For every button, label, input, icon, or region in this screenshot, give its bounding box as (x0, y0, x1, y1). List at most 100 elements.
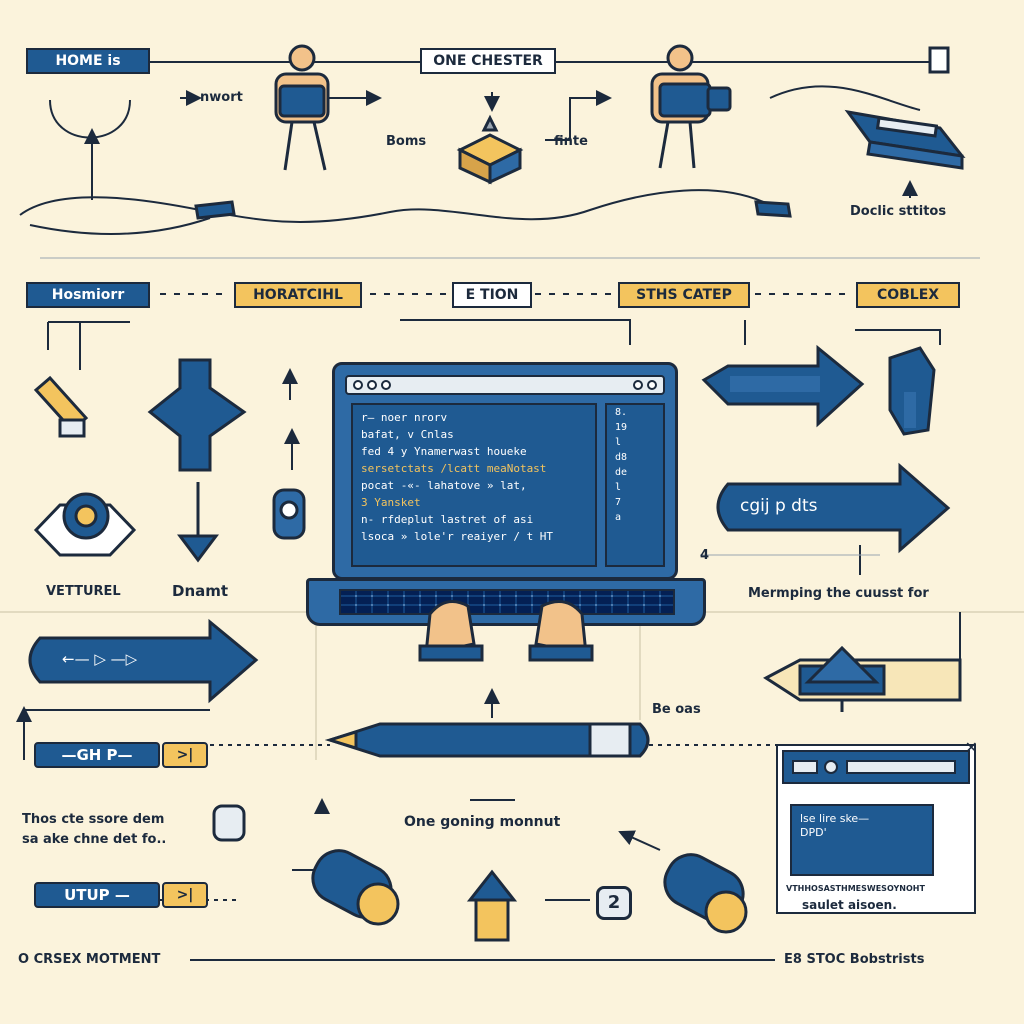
person-figure-left (274, 44, 330, 171)
vetturel-label: VETTUREL (46, 584, 121, 599)
browser-address-bar[interactable] (846, 760, 956, 774)
cable-plug-left (194, 200, 236, 220)
code-line-highlight: sersetctats /lcatt meaNotast (361, 462, 547, 475)
arrow-down-icon (177, 482, 219, 563)
dnamt-label: Dnamt (172, 582, 229, 600)
docs-label: Doclic sttitos (850, 204, 947, 219)
note-line-1: Thos cte ssore dem (22, 812, 165, 827)
bracket-right (855, 329, 941, 345)
moment-left-label: O CRSEX MOTMENT (18, 952, 161, 967)
code-line-highlight: 3 Yansket (361, 496, 421, 509)
lock-shield-icon (272, 488, 306, 540)
code-line: bafat, v Cnlas (361, 428, 454, 441)
browser-window[interactable]: ✕ lse lire ske— DPD' VTHHOSASTHMESWESOYN… (776, 738, 978, 914)
sidebar-line: 19 (615, 422, 628, 433)
connector-device (769, 85, 921, 111)
side-note-label: Mermping the cuusst for (748, 586, 929, 601)
capsule-icon-right (663, 853, 748, 934)
sidebar-line: d8 (615, 452, 628, 463)
code-editor[interactable]: r— noer nrorv bafat, v Cnlas fed 4 y Yna… (351, 403, 597, 567)
browser-line: DPD' (800, 826, 827, 839)
ghp-next-button[interactable]: >| (162, 742, 208, 768)
target-eye-icon (33, 492, 137, 557)
finte-label: finte (554, 134, 588, 149)
window-maximize-button[interactable] (381, 380, 391, 390)
laptop-base (306, 578, 706, 626)
tag-etion[interactable]: E TION (452, 282, 532, 308)
cable-plug-right (754, 200, 792, 218)
browser-caption: saulet aisoen. (802, 898, 897, 912)
window-option-button-2[interactable] (633, 380, 643, 390)
browser-close-icon[interactable]: ✕ (964, 738, 978, 757)
sidebar-line: 8. (615, 407, 628, 418)
laptop-screen: r— noer nrorv bafat, v Cnlas fed 4 y Yna… (332, 362, 678, 580)
connector-finte (545, 90, 612, 141)
pill-arrow-text: ←— ▷ —▷ (62, 650, 138, 668)
utup-next-button[interactable]: >| (162, 882, 208, 908)
window-option-button[interactable] (647, 380, 657, 390)
be-label: Be oas (652, 702, 701, 717)
browser-refresh-icon[interactable] (824, 760, 838, 774)
arrow-right-label-shape (716, 462, 951, 554)
center-tag[interactable]: ONE CHESTER (420, 48, 556, 74)
cutter-tool-icon (33, 375, 89, 438)
browser-toolbar[interactable] (782, 750, 970, 784)
code-line: fed 4 y Ynamerwast houeke (361, 445, 527, 458)
box-stack-icon (456, 114, 524, 185)
step-number-badge[interactable]: 2 (596, 886, 632, 920)
pen-icon (324, 722, 650, 758)
tag-hosmiorr[interactable]: Hosmiorr (26, 282, 150, 308)
tag-horatcihl[interactable]: HORATCIHL (234, 282, 362, 308)
device-panel-icon (844, 109, 966, 170)
plug-connector-icon (888, 346, 936, 436)
stoc-label: E8 STOC Bobstrists (784, 952, 925, 967)
browser-footer-text: VTHHOSASTHMESWESOYNOHT (786, 884, 925, 893)
person-figure-right (650, 44, 732, 169)
code-line: n- rfdeplut lastret of asi (361, 513, 534, 526)
tag-sths-catep[interactable]: STHS CATEP (618, 282, 750, 308)
sidebar-line: 7 (615, 497, 622, 508)
pill-arrow-shape (28, 618, 259, 704)
bracket-laptop (400, 319, 631, 345)
keyboard[interactable] (339, 589, 675, 615)
flow-wave-2 (29, 217, 211, 235)
window-close-button[interactable] (353, 380, 363, 390)
arrow-capsule-2 (618, 830, 661, 851)
browser-nav-button[interactable] (792, 760, 818, 774)
ghp-field[interactable]: —GH P— (34, 742, 160, 768)
pencil-arrow-shape (763, 645, 962, 712)
code-line: pocat -«- lahatove » lat, (361, 479, 527, 492)
window-titlebar (345, 375, 665, 395)
moment-center-label: One goning monnut (404, 814, 561, 830)
arrow-right-big-icon (701, 344, 865, 428)
corner-bracket (928, 46, 950, 74)
code-line: lsoca » lole'r reaiyer / t HT (361, 530, 554, 543)
u-connector (49, 99, 131, 139)
sidebar-line: l (615, 482, 622, 493)
flow-wave (19, 189, 771, 223)
sidebar-line: a (615, 512, 622, 523)
note-line-2: sa ake chne det fo.. (22, 832, 167, 847)
capsule-icon-left (311, 849, 400, 926)
cross-arrow-icon (147, 358, 247, 472)
small-bubble-icon (212, 804, 246, 842)
typing-hands-icon (418, 600, 594, 662)
tag-coblex[interactable]: COBLEX (856, 282, 960, 308)
home-tag[interactable]: HOME is (26, 48, 150, 74)
utup-field[interactable]: UTUP — (34, 882, 160, 908)
code-sidebar[interactable]: 8. 19 l d8 de l 7 a (605, 403, 665, 567)
boms-label: Boms (386, 134, 427, 149)
window-minimize-button[interactable] (367, 380, 377, 390)
code-line: r— noer nrorv (361, 411, 448, 424)
browser-line: lse lire ske— (800, 812, 870, 825)
network-label: nwort (200, 90, 243, 105)
sidebar-line: de (615, 467, 628, 478)
arrow-label-text: cgij p dts (740, 496, 818, 516)
sidebar-line: l (615, 437, 622, 448)
screen-number: 4 (700, 548, 710, 563)
lantern-icon (466, 869, 518, 942)
browser-content-panel: lse lire ske— DPD' (790, 804, 934, 876)
laptop: r— noer nrorv bafat, v Cnlas fed 4 y Yna… (306, 362, 706, 662)
